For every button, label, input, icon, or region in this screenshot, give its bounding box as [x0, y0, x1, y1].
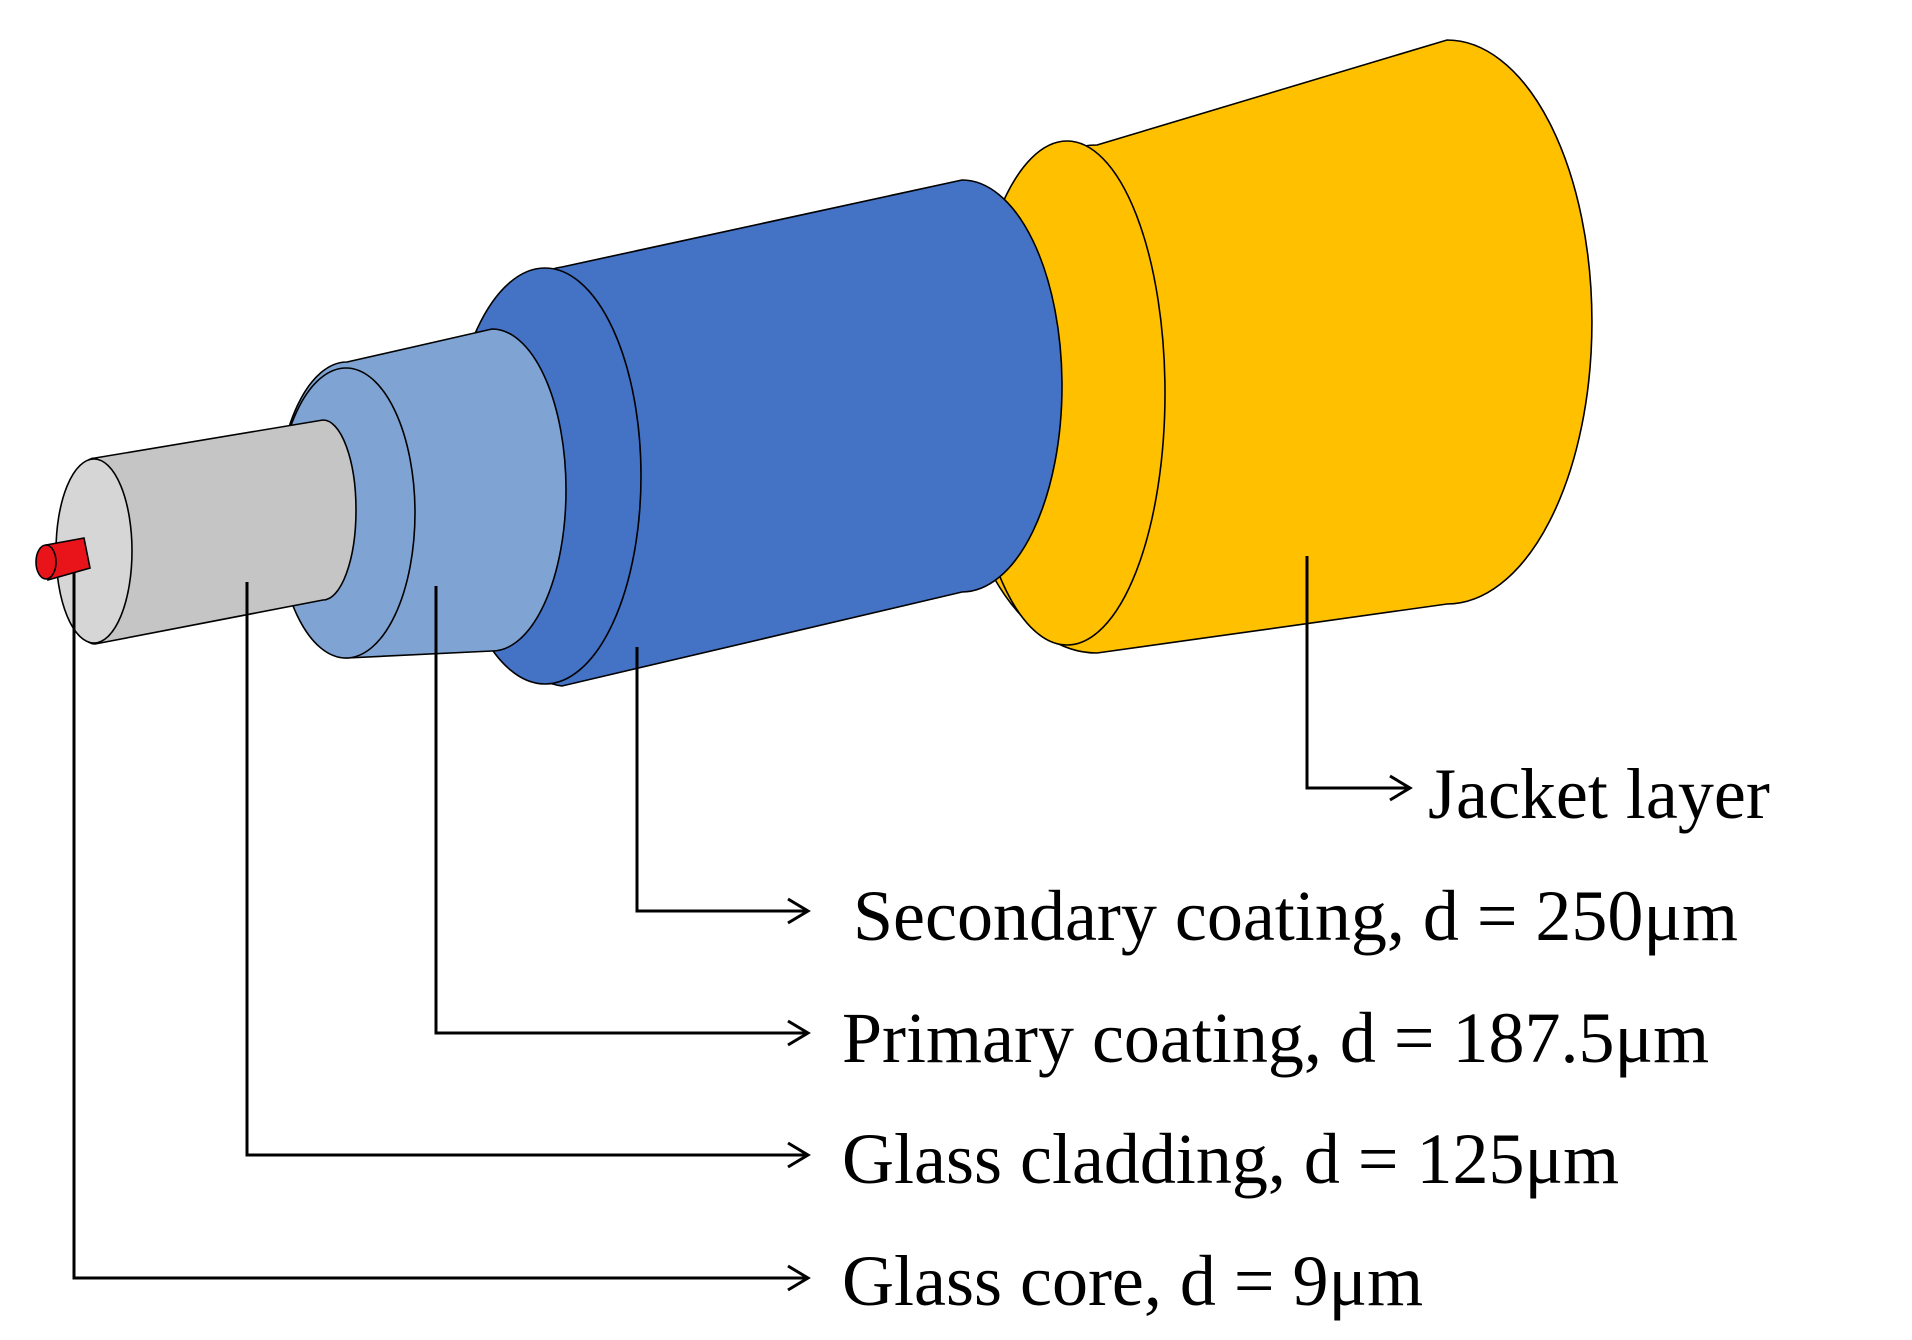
glass-cladding-label: Glass cladding, d = 125μm	[842, 1119, 1619, 1199]
primary-coating-label: Primary coating, d = 187.5μm	[842, 998, 1709, 1078]
leader-core	[72, 572, 811, 1292]
leader-primary	[434, 586, 811, 1047]
jacket-label: Jacket layer	[1428, 754, 1770, 834]
leader-jacket	[1305, 556, 1413, 802]
leader-cladding	[245, 582, 811, 1169]
glass-core-label: Glass core, d = 9μm	[842, 1241, 1423, 1321]
secondary-coating-label: Secondary coating, d = 250μm	[853, 876, 1738, 956]
glass-core-layer	[35, 537, 91, 582]
glass-core-end-face	[35, 544, 57, 580]
leader-secondary	[635, 647, 811, 925]
glass-cladding-layer	[55, 419, 357, 645]
